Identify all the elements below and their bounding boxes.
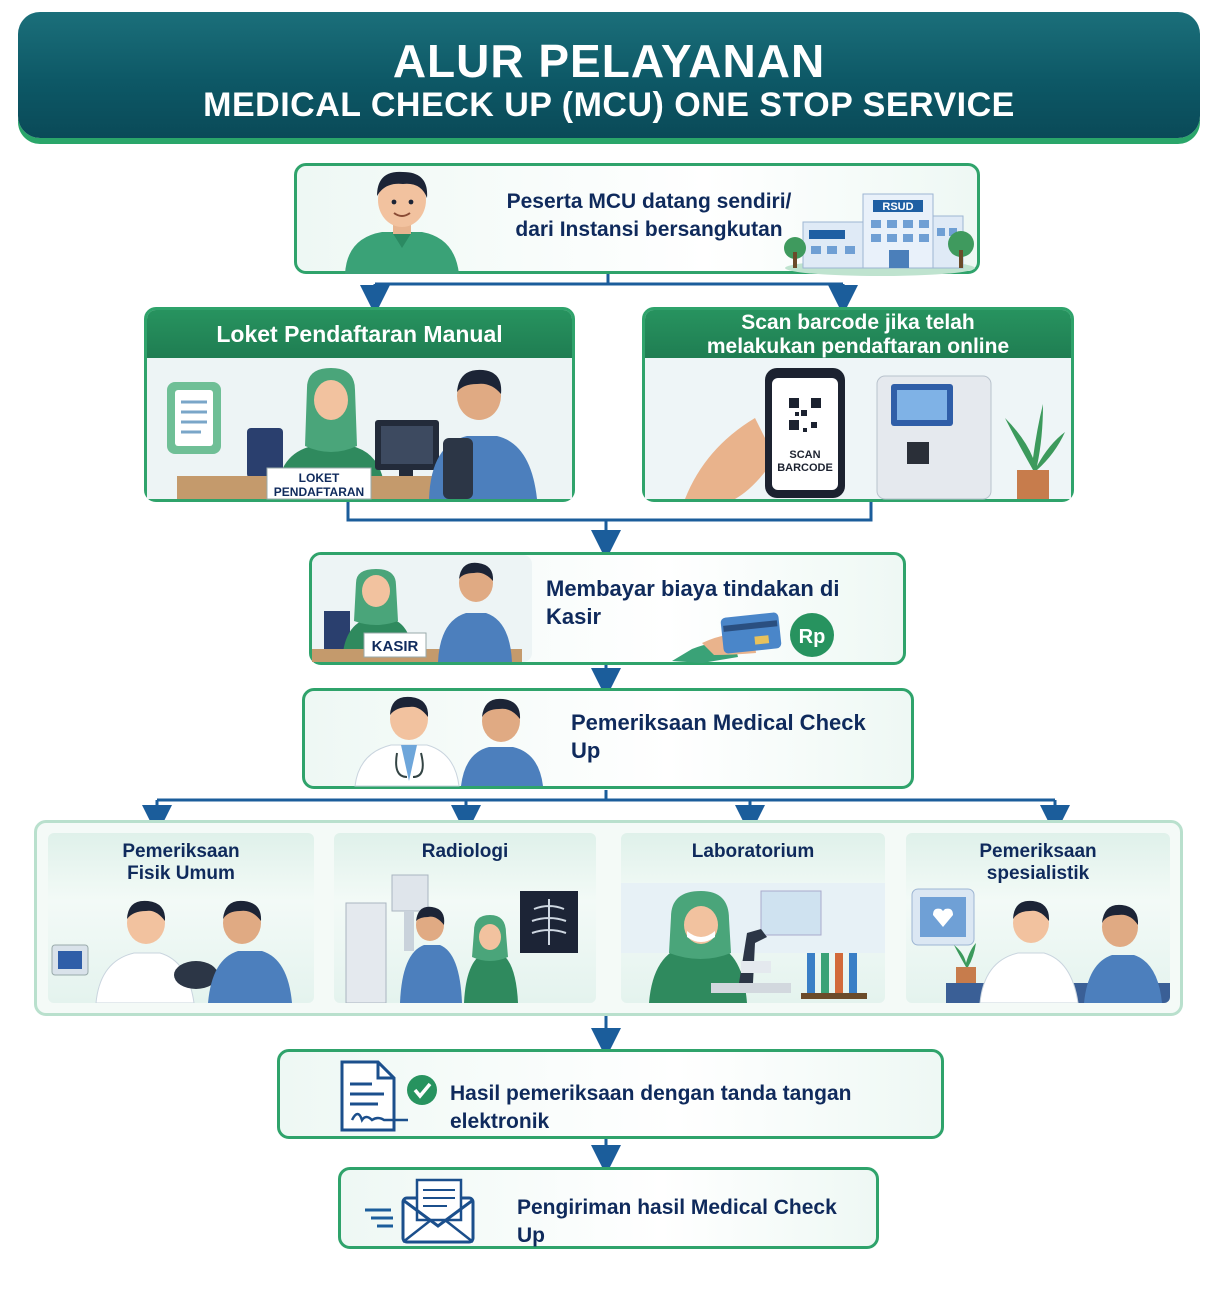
exam-specialist: Pemeriksaan spesialistik xyxy=(906,833,1170,1003)
exam-radiology: Radiologi xyxy=(334,833,596,1003)
card-payment-illustration: Rp xyxy=(672,612,834,663)
title-line-2: MEDICAL CHECK UP (MCU) ONE STOP SERVICE xyxy=(203,86,1015,124)
exam-physical-line-1: Pemeriksaan xyxy=(122,841,240,862)
desk-sign-line-1: LOKET xyxy=(299,471,340,485)
exam-specialist-line-1: Pemeriksaan xyxy=(979,841,1097,862)
signed-document-icon xyxy=(340,1060,437,1132)
manual-registration-title: Loket Pendaftaran Manual xyxy=(147,310,572,358)
step-arrival-box: Peserta MCU datang sendiri/ dari Instans… xyxy=(294,163,980,276)
patient-illustration xyxy=(345,171,459,274)
specialist-illustration xyxy=(911,888,1170,1003)
online-scan-title-line-2: melakukan pendaftaran online xyxy=(706,335,1010,358)
cashier-desk-sign: KASIR xyxy=(372,638,419,655)
exam-physical-line-2: Fisik Umum xyxy=(127,863,235,884)
mcu-exam-box: Pemeriksaan Medical Check Up xyxy=(302,688,914,789)
title-banner: ALUR PELAYANAN MEDICAL CHECK UP (MCU) ON… xyxy=(18,12,1200,138)
payment-text: Membayar biaya tindakan di Kasir xyxy=(546,576,840,629)
envelope-icon xyxy=(365,1178,475,1244)
online-scan-title: Scan barcode jika telah melakukan pendaf… xyxy=(645,310,1071,359)
results-esign-box: Hasil pemeriksaan dengan tanda tangan el… xyxy=(277,1049,944,1139)
title-line-1: ALUR PELAYANAN xyxy=(392,35,826,87)
registration-counter-illustration: LOKET PENDAFTARAN xyxy=(147,358,572,500)
manual-registration-box: Loket Pendaftaran Manual LOKET PENDAFTAR… xyxy=(144,307,575,502)
cashier-illustration: KASIR xyxy=(312,555,532,662)
laboratory-illustration xyxy=(621,883,885,1003)
doctor-patient-illustration xyxy=(354,696,543,787)
building-sign: RSUD xyxy=(882,201,913,213)
step-arrival-line-2: dari Instansi bersangkutan xyxy=(515,218,783,241)
barcode-scan-illustration: SCAN BARCODE xyxy=(645,358,1071,500)
exam-laboratory-label: Laboratorium xyxy=(691,841,815,862)
results-esign-text: Hasil pemeriksaan dengan tanda tangan el… xyxy=(450,1082,852,1133)
exam-laboratory: Laboratorium xyxy=(621,833,885,1003)
online-scan-title-line-1: Scan barcode jika telah xyxy=(741,311,975,334)
exam-specialist-line-2: spesialistik xyxy=(986,863,1090,884)
step-arrival-line-1: Peserta MCU datang sendiri/ xyxy=(506,190,792,213)
hospital-building-illustration: RSUD xyxy=(784,193,975,276)
online-scan-box: Scan barcode jika telah melakukan pendaf… xyxy=(642,307,1074,502)
exam-radiology-label: Radiologi xyxy=(421,841,509,862)
physical-exam-illustration xyxy=(51,900,292,1003)
results-delivery-text: Pengiriman hasil Medical Check Up xyxy=(517,1196,837,1247)
phone-label-line-2: BARCODE xyxy=(777,462,833,474)
phone-label-line-1: SCAN xyxy=(789,449,820,461)
exam-physical: Pemeriksaan Fisik Umum xyxy=(48,833,314,1003)
radiology-illustration xyxy=(345,874,578,1003)
mcu-exam-text: Pemeriksaan Medical Check Up xyxy=(571,710,866,763)
rupiah-coin-label: Rp xyxy=(799,626,826,648)
desk-sign-line-2: PENDAFTARAN xyxy=(274,485,364,499)
results-delivery-box: Pengiriman hasil Medical Check Up xyxy=(338,1167,879,1249)
payment-box: KASIR Membayar biaya tindakan di Kasir R… xyxy=(309,552,906,665)
